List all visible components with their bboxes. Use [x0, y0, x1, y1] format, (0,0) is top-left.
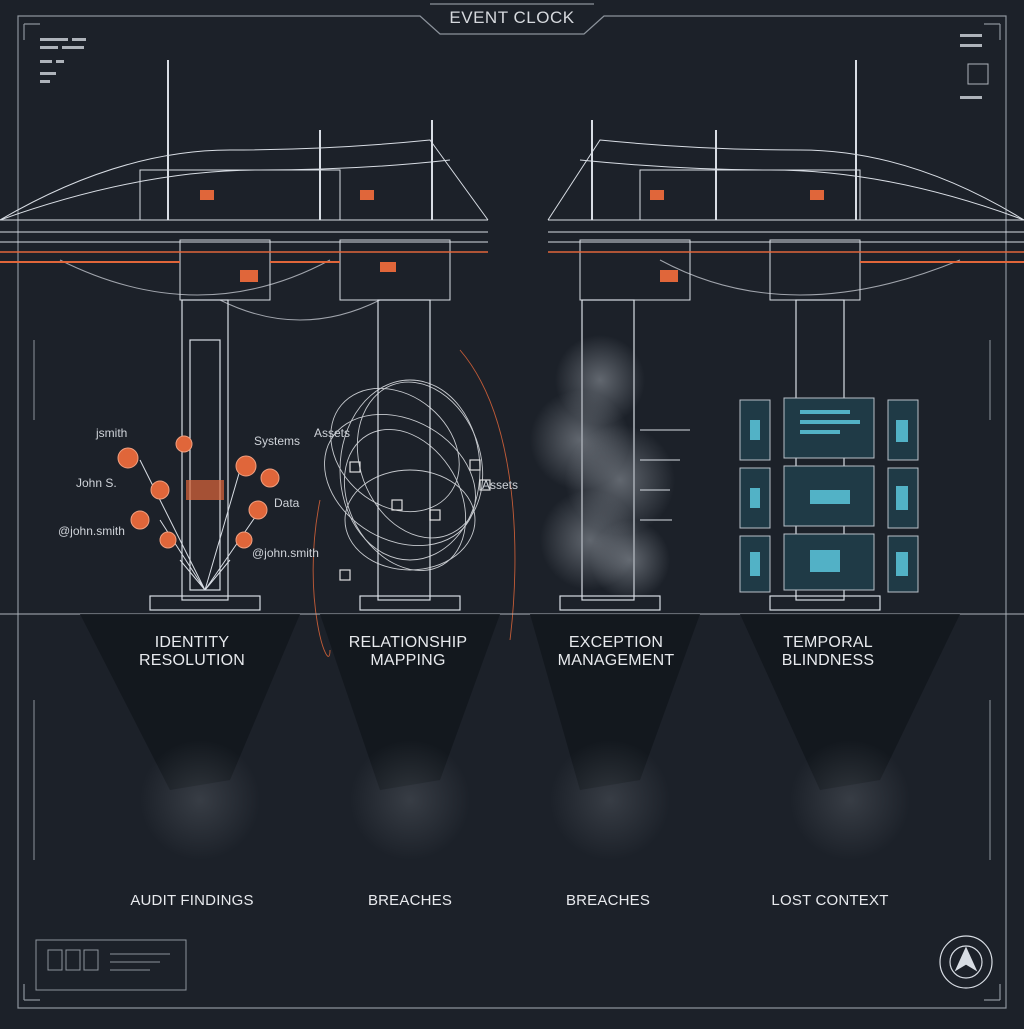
- pillar-label-line: RELATIONSHIP: [349, 634, 468, 652]
- outcome-relationship: BREACHES: [368, 892, 452, 910]
- pillar-label-line: BLINDNESS: [782, 652, 875, 670]
- outcome-temporal: LOST CONTEXT: [771, 892, 888, 910]
- pillar-label-line: MANAGEMENT: [558, 652, 675, 670]
- page-title: EVENT CLOCK: [449, 8, 574, 28]
- pillar-label-exception: EXCEPTION MANAGEMENT: [558, 634, 675, 670]
- identity-tag: jsmith: [96, 426, 127, 440]
- temporal-screens: [740, 398, 918, 592]
- identity-tag: @john.smith: [58, 524, 125, 538]
- right-bridge: [548, 60, 1024, 300]
- exception-smoke: [530, 335, 690, 600]
- pillar-label-line: IDENTITY: [139, 634, 245, 652]
- identity-tag: John S.: [76, 476, 117, 490]
- pillar-label-line: RESOLUTION: [139, 652, 245, 670]
- pillar-label-line: EXCEPTION: [558, 634, 675, 652]
- identity-nodes: [118, 436, 279, 590]
- bottom-left-panel: [36, 940, 186, 990]
- corner-decor: [40, 34, 988, 99]
- pillar-label-relationship: RELATIONSHIP MAPPING: [349, 634, 468, 670]
- target-icon: [940, 936, 992, 988]
- identity-tag: @john.smith: [252, 546, 319, 560]
- identity-tag: Data: [274, 496, 299, 510]
- left-bridge: [0, 60, 488, 320]
- identity-tag: Systems: [254, 434, 300, 448]
- pillar-label-temporal: TEMPORAL BLINDNESS: [782, 634, 875, 670]
- pillar-label-line: TEMPORAL: [782, 634, 875, 652]
- pillar-label-line: MAPPING: [349, 652, 468, 670]
- outcome-exception: BREACHES: [566, 892, 650, 910]
- outcome-identity: AUDIT FINDINGS: [130, 892, 253, 910]
- pillar-label-identity: IDENTITY RESOLUTION: [139, 634, 245, 670]
- pillar-identity: [150, 300, 260, 610]
- relationship-tag: Assets: [482, 478, 518, 492]
- relationship-tag: Assets: [314, 426, 350, 440]
